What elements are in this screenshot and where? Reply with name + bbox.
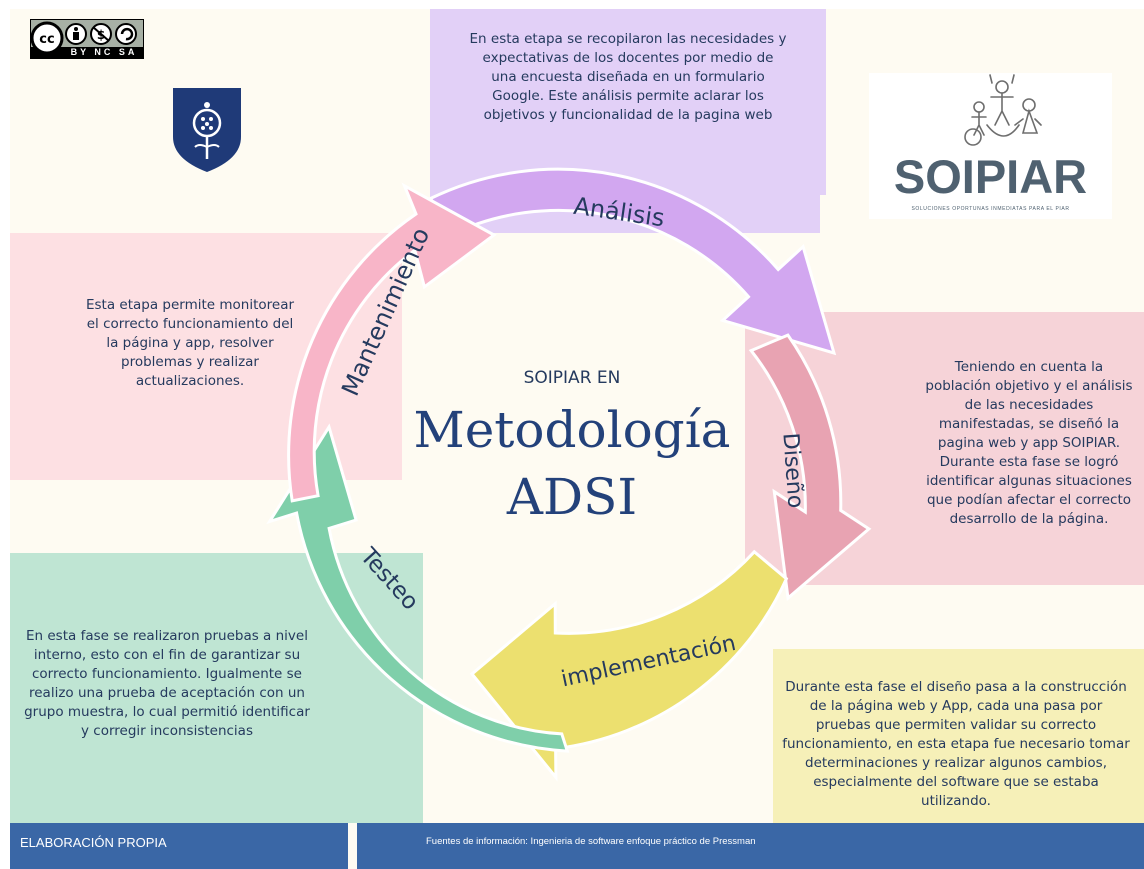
license-badge: cc $ BY NC SA [30, 19, 144, 59]
university-shield-logo [173, 88, 241, 172]
license-badge-text: BY NC SA [70, 47, 138, 57]
attribution-icon [65, 23, 87, 45]
analisis-panel [430, 9, 826, 195]
center-prefix: SOIPIAR EN [524, 368, 621, 388]
implementacion-panel [773, 649, 1144, 823]
center-title-line1: Metodología [414, 401, 731, 459]
analisis-arrow [428, 167, 837, 356]
implementacion-description: Durante esta fase el diseño pasa a la co… [782, 679, 1130, 809]
share-alike-icon [115, 23, 137, 45]
diseno-description: Teniendo en cuenta la población objetivo… [925, 359, 1133, 527]
footer-left-bar [10, 823, 348, 869]
soipiar-logo-name: SOIPIAR [893, 150, 1088, 203]
mantenimiento-arrow [287, 182, 497, 503]
soipiar-logo-tagline: SOLUCIONES OPORTUNAS INMEDIATAS PARA EL … [911, 206, 1070, 212]
testeo-description: En esta fase se realizaron pruebas a niv… [24, 628, 310, 739]
cycle-diagram: Análisis Mantenimiento Diseño Testeo imp… [266, 167, 872, 782]
analisis-description: En esta etapa se recopilaron las necesid… [469, 31, 787, 123]
footer-left-text: ELABORACIÓN PROPIA [20, 835, 167, 850]
infographic-frame: Análisis Mantenimiento Diseño Testeo imp… [10, 9, 1144, 869]
soipiar-logo: SOIPIAR SOLUCIONES OPORTUNAS INMEDIATAS … [869, 73, 1112, 219]
children-illustration-icon [964, 74, 1042, 146]
diseno-arrow [748, 333, 872, 601]
center-title-line2: ADSI [506, 468, 637, 526]
footer-right-bar [357, 823, 1144, 869]
mantenimiento-panel [10, 233, 402, 480]
non-commercial-icon: $ [90, 23, 112, 45]
testeo-label: Testeo [354, 543, 423, 616]
footer-right-text: Fuentes de información: Ingenieria de so… [426, 836, 756, 847]
svg-text:cc: cc [39, 32, 54, 47]
mantenimiento-description: Esta etapa permite monitorear el correct… [85, 297, 295, 389]
diseno-label: Diseño [777, 432, 807, 509]
creative-commons-icon: cc [31, 21, 64, 55]
